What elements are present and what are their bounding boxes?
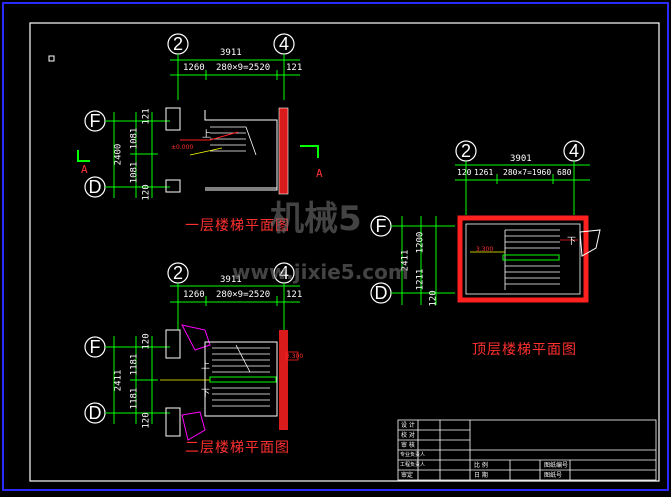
plan1-group xyxy=(77,33,319,198)
plan2-vdim-side1: 120 xyxy=(141,333,152,350)
plan1-vdim-side2: 120 xyxy=(141,184,152,201)
plan1-up-label: 上 xyxy=(202,130,212,140)
title-block-row-approve: 审定 xyxy=(401,472,414,479)
plan3-dim-a: 120 xyxy=(457,168,472,177)
plan2-axis-label-F: F xyxy=(89,337,101,357)
plan2-stair-treads xyxy=(212,347,270,407)
title-block-row-project-lead: 工程负责人 xyxy=(400,462,426,468)
plan3-axis-label-4: 4 xyxy=(568,141,579,161)
plan2-level: 3.300 xyxy=(286,353,304,360)
title-block-drawing-number: 图纸编号 xyxy=(544,462,569,469)
plan1-level: ±0.000 xyxy=(171,144,194,151)
plan3-dim-b: 1261 xyxy=(474,168,494,177)
plan1-up-arrow xyxy=(180,131,239,141)
outer-frame xyxy=(2,2,669,491)
plan2-handrail xyxy=(209,376,277,383)
plan1-title: 一层楼梯平面图 xyxy=(185,218,290,234)
plan2-down-label: 下 xyxy=(201,389,211,399)
plan3-level: 3.300 xyxy=(476,246,494,253)
plan1-vdim-a: 1081 xyxy=(129,127,140,150)
plan3-dim-total: 3901 xyxy=(510,154,532,164)
plan3-wall-outer xyxy=(457,215,589,303)
title-block-sheet-number: 图纸号 xyxy=(544,472,563,479)
watermark-logo: 机械5 xyxy=(270,199,362,239)
plan2-group xyxy=(84,262,300,441)
drawing-border xyxy=(29,22,660,482)
plan3-handrail xyxy=(502,254,560,261)
plan3-vdim-b: 1211 xyxy=(415,268,426,291)
plan2-wall-right xyxy=(279,330,288,430)
title-block-row-design: 设 计 xyxy=(401,422,415,429)
plan3-vdim-side: 120 xyxy=(428,290,439,307)
plan1-axis-label-F: F xyxy=(89,111,101,131)
plan1-section-mark-left xyxy=(77,150,90,162)
plan2-vdim-side2: 120 xyxy=(141,412,152,429)
plan1-section-label-right: A xyxy=(316,167,323,180)
plan1-dim-a: 1260 xyxy=(183,63,205,73)
plan3-axis-label-D: D xyxy=(374,283,388,303)
plan1-dim-c: 121 xyxy=(286,63,303,73)
plan3-axis-label-F: F xyxy=(375,216,387,236)
title-block-row-discipline-lead: 专业负责人 xyxy=(400,452,426,458)
plan2-axis-label-2: 2 xyxy=(172,263,183,283)
plan3-dim-d: 680 xyxy=(557,168,572,177)
plan2-title: 二层楼梯平面图 xyxy=(185,440,290,456)
plan2-dim-c: 121 xyxy=(286,290,303,300)
plan2-door-swing-bottom xyxy=(181,411,206,441)
watermark-url: www.jixie5.com xyxy=(232,260,409,284)
plan2-vdim-total: 2411 xyxy=(113,369,124,392)
plan2-vdim-b: 1181 xyxy=(129,387,140,410)
plan1-vdim-side1: 121 xyxy=(141,108,152,125)
plan2-up-label: 上 xyxy=(201,361,211,371)
plan2-dim-a: 1260 xyxy=(183,290,205,300)
plan2-dim-total: 3911 xyxy=(220,275,242,285)
title-block-scale: 比 例 xyxy=(474,462,488,469)
plan1-vdim-b: 1081 xyxy=(129,161,140,184)
plan2-axis-label-D: D xyxy=(88,403,102,423)
plan2-dim-b: 280×9=2520 xyxy=(216,290,271,300)
corner-marker xyxy=(48,55,55,62)
plan3-down-label: 下 xyxy=(567,237,577,247)
plan2-axis-label-4: 4 xyxy=(278,263,289,283)
plan1-axis-label-D: D xyxy=(88,177,102,197)
title-block-grid xyxy=(397,419,657,481)
plan3-dim-c: 280×7=1960 xyxy=(503,168,552,177)
plan2-vdim-a: 1181 xyxy=(129,353,140,376)
title-block-row-check: 校 对 xyxy=(401,432,415,439)
plan3-vdim-a: 1200 xyxy=(415,231,426,254)
plan1-axis-label-2: 2 xyxy=(172,34,183,54)
plan1-stair-treads xyxy=(210,126,246,152)
plan1-dim-total: 3911 xyxy=(220,48,242,58)
plan1-dim-b: 280×9=2520 xyxy=(216,63,271,73)
plan3-door-swing xyxy=(579,229,601,257)
plan3-title: 顶层楼梯平面图 xyxy=(472,342,577,358)
plan1-vdim-total: 2400 xyxy=(113,143,124,166)
plan1-section-mark-right xyxy=(300,145,319,158)
plan2-door-swing-top xyxy=(181,324,211,351)
title-block-row-review: 审 核 xyxy=(401,442,415,449)
plan1-section-label-left: A xyxy=(81,163,88,176)
title-block-date: 日 期 xyxy=(474,472,488,479)
plan1-axis-label-4: 4 xyxy=(278,34,289,54)
plan3-axis-label-2: 2 xyxy=(460,141,471,161)
plan3-stair-treads xyxy=(504,229,560,290)
plan3-group xyxy=(370,140,601,305)
plan1-wall-right xyxy=(279,108,288,194)
